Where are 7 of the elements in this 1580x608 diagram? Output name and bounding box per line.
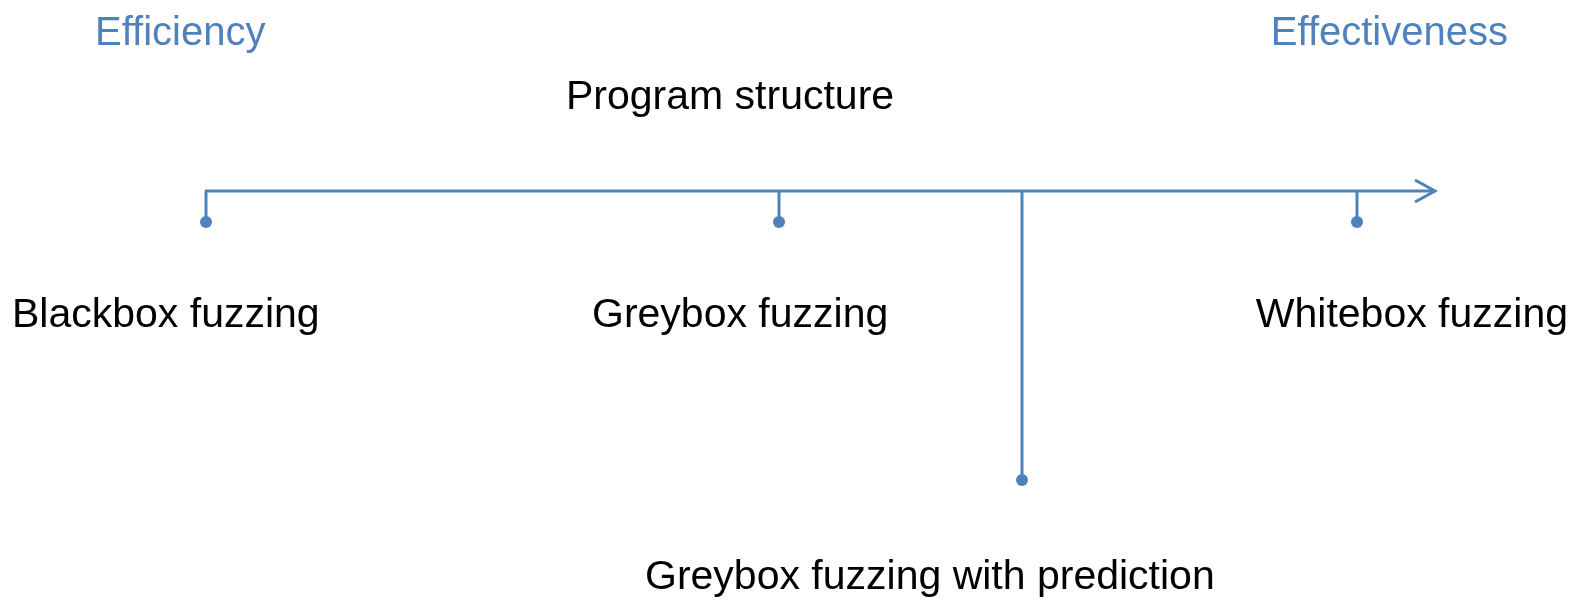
axis-end-label: Efficiency: [95, 8, 266, 55]
category-label: Greybox fuzzing with prediction: [645, 551, 1215, 600]
category-label: Greybox fuzzing: [592, 289, 889, 338]
axis-end-label: Effectiveness: [1270, 8, 1508, 55]
axis-title: Program structure: [566, 71, 895, 120]
category-label: Blackbox fuzzing: [12, 289, 320, 338]
category-label: Whitebox fuzzing: [1255, 289, 1568, 338]
